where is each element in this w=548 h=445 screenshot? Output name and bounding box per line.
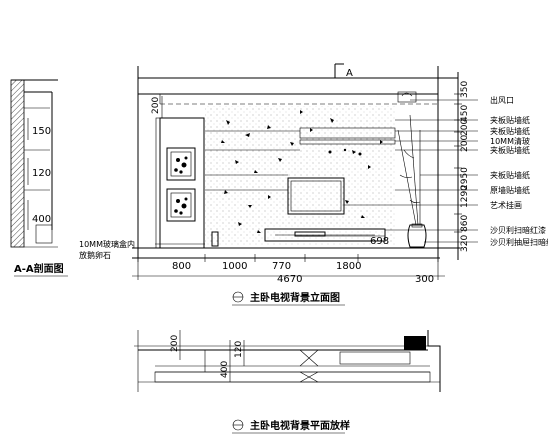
inner-dim-698: 698 — [370, 236, 389, 247]
section-view: 150 120 400 A-A剖面图 — [10, 79, 68, 277]
wall-stones — [221, 110, 383, 233]
air-outlet — [397, 91, 417, 103]
label-air-outlet: 出风口 — [490, 95, 514, 105]
stone-box-1 — [166, 147, 196, 181]
tv-art-frame — [287, 177, 345, 215]
label-original-wall: 原墙贴墙纸 — [490, 185, 530, 195]
bottom-dim-800: 800 — [172, 261, 191, 272]
total-dim-4670: 4670 — [277, 274, 302, 285]
label-drawer-paint: 沙贝利抽屉扫暗红漆 — [490, 237, 548, 247]
right-dim-200b: 200 — [460, 135, 470, 152]
label-wallpaper-1: 夹板贴墙纸 — [490, 115, 530, 125]
right-dim-200a: 200 — [460, 119, 470, 136]
plan-dim-200: 200 — [170, 335, 180, 352]
label-art-painting: 艺术挂画 — [490, 200, 522, 210]
left-column — [159, 117, 205, 249]
right-dim-2950: 2950 — [460, 167, 470, 190]
right-dim-450: 450 — [460, 105, 470, 122]
label-wallpaper-2: 夹板贴墙纸 — [490, 126, 530, 136]
plan-corner-block — [404, 336, 426, 350]
stone-box-2 — [166, 188, 196, 222]
label-wallpaper-4: 夹板贴墙纸 — [490, 170, 530, 180]
plan-title: 主卧电视背景平面放样 — [250, 419, 350, 432]
plan-view: 200 400 120 主卧电视背景平面放样 — [134, 330, 441, 434]
elevation-title: 主卧电视背景立面图 — [250, 291, 340, 304]
plan-title-icon — [232, 419, 244, 431]
section-dim-400: 400 — [32, 214, 51, 225]
bottom-dim-300: 300 — [415, 274, 434, 285]
plant-vase — [397, 114, 427, 248]
right-dim-320: 320 — [460, 235, 470, 252]
section-marker-a: A — [346, 68, 353, 79]
bottom-dim-1800: 1800 — [336, 261, 361, 272]
section-dim-120: 120 — [32, 168, 51, 179]
right-dim-1290: 1290 — [460, 185, 470, 208]
elevation-title-icon — [232, 291, 244, 303]
note-glass-box: 10MM玻璃盒内 — [79, 239, 135, 249]
bottom-dim-1000: 1000 — [222, 261, 247, 272]
elevation-view: A 200 — [79, 63, 548, 306]
section-title: A-A剖面图 — [14, 262, 64, 275]
right-dim-350: 350 — [460, 81, 470, 98]
label-red-paint: 沙贝利扫暗红漆 — [490, 225, 546, 235]
bottom-dim-770: 770 — [272, 261, 291, 272]
glass-band — [299, 127, 396, 139]
note-pebbles: 放鹅卵石 — [79, 250, 111, 260]
plan-dim-400: 400 — [220, 361, 230, 378]
label-clear-glass: 10MM清玻 — [490, 136, 530, 146]
plan-dim-120: 120 — [234, 341, 244, 358]
section-wall-hatch — [10, 79, 25, 248]
right-dim-860: 860 — [460, 215, 470, 232]
tv-cabinet — [264, 228, 386, 242]
elevation-dim-top: 200 — [151, 97, 161, 114]
section-dim-150: 150 — [32, 126, 51, 137]
label-wallpaper-3: 夹板贴墙纸 — [490, 145, 530, 155]
